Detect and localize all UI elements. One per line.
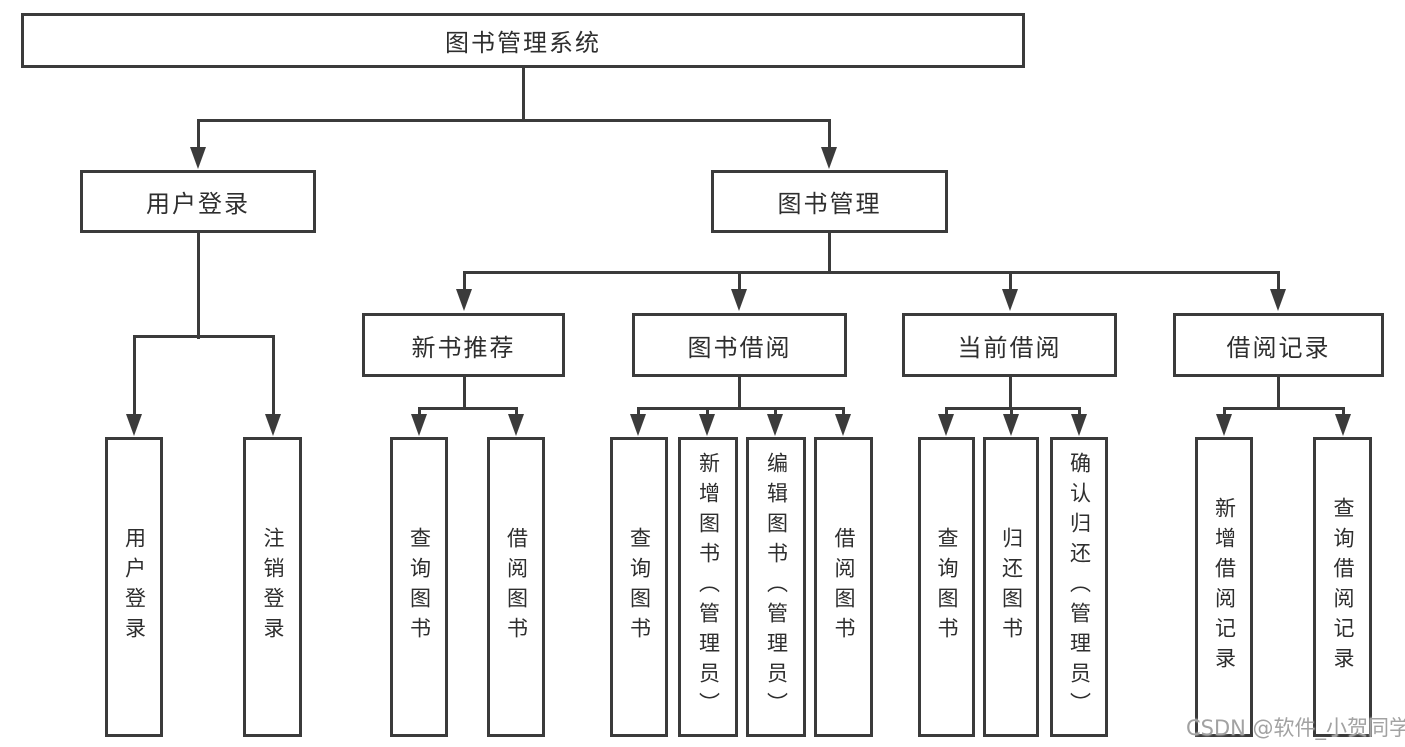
leaf-query-borrow-record: 查询借阅记录 [1313,437,1372,737]
arrow-down-icon [630,414,646,436]
connector-line [738,377,741,410]
arrow-down-icon [821,147,837,169]
node-book-borrow: 图书借阅 [632,313,847,377]
arrow-down-icon [126,414,142,436]
connector-line [637,407,845,410]
leaf-return-books: 归还图书 [983,437,1039,737]
connector-line [1277,272,1280,297]
watermark: CSDN @软件_小贺同学 [1186,716,1405,740]
node-new-book-recommend: 新书推荐 [362,313,565,377]
leaf-logout: 注销登录 [243,437,302,737]
node-user-login: 用户登录 [80,170,316,233]
connector-line [738,272,741,297]
arrow-down-icon [767,414,783,436]
leaf-user-login: 用户登录 [105,437,163,737]
leaf-query-books-borrow: 查询图书 [610,437,668,737]
leaf-borrow-books: 借阅图书 [814,437,873,737]
connector-line [197,120,200,155]
arrow-down-icon [456,289,472,311]
connector-line [828,120,831,155]
leaf-query-books-recommend: 查询图书 [390,437,448,737]
leaf-add-book-admin: 新增图书（管理员） [678,437,738,737]
leaf-add-borrow-record: 新增借阅记录 [1195,437,1253,737]
arrow-down-icon [731,289,747,311]
leaf-query-books-current: 查询图书 [918,437,975,737]
arrow-down-icon [1002,289,1018,311]
connector-line [945,407,1081,410]
node-borrow-records: 借阅记录 [1173,313,1384,377]
connector-line [197,233,200,339]
leaf-confirm-return-admin: 确认归还（管理员） [1050,437,1108,737]
connector-line [522,68,525,121]
connector-line [463,271,1280,274]
connector-line [463,272,466,297]
arrow-down-icon [411,414,427,436]
connector-line [1277,377,1280,410]
arrow-down-icon [508,414,524,436]
connector-line [418,407,518,410]
leaf-borrow-books-recommend: 借阅图书 [487,437,545,737]
connector-line [272,336,275,422]
connector-line [133,336,136,422]
arrow-down-icon [190,147,206,169]
arrow-down-icon [1003,414,1019,436]
connector-line [1009,272,1012,297]
node-current-borrow: 当前借阅 [902,313,1117,377]
node-book-management: 图书管理 [711,170,948,233]
arrow-down-icon [1071,414,1087,436]
arrow-down-icon [1216,414,1232,436]
arrow-down-icon [265,414,281,436]
connector-line [197,119,831,122]
arrow-down-icon [1270,289,1286,311]
leaf-edit-book-admin: 编辑图书（管理员） [746,437,806,737]
arrow-down-icon [699,414,715,436]
node-root-system: 图书管理系统 [21,13,1025,68]
arrow-down-icon [938,414,954,436]
connector-line [1009,377,1012,410]
connector-line [828,233,831,274]
arrow-down-icon [835,414,851,436]
arrow-down-icon [1335,414,1351,436]
connector-line [463,377,466,410]
connector-line [1223,407,1345,410]
connector-line [133,335,275,338]
